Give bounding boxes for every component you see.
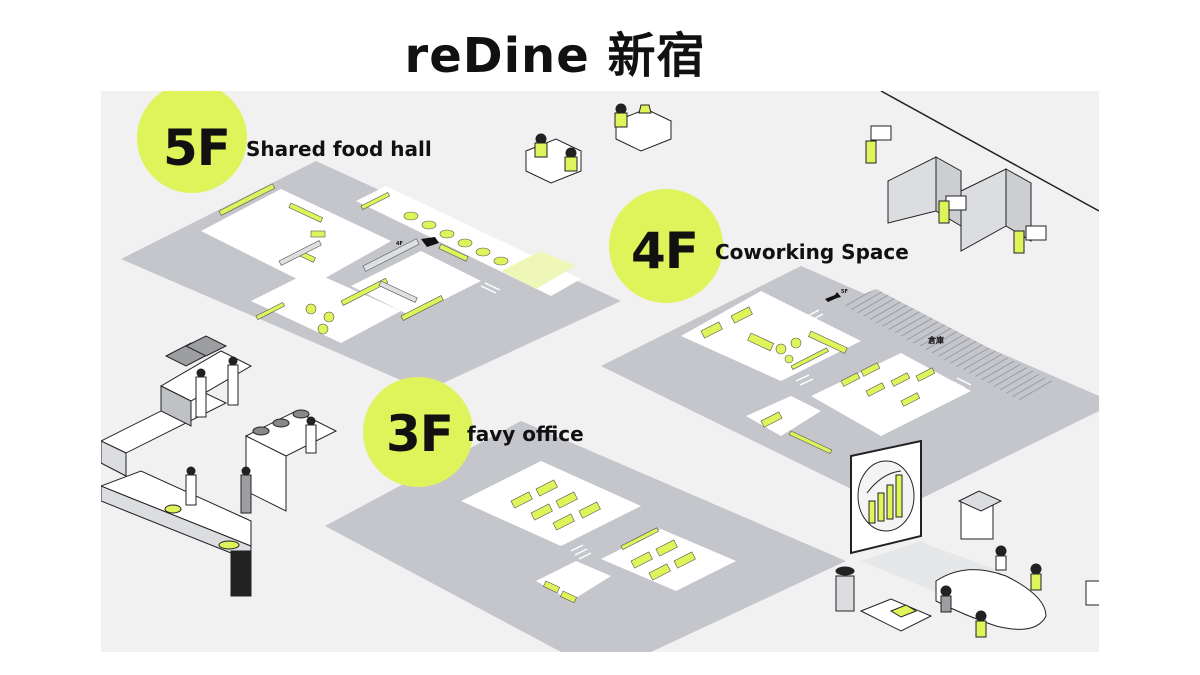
dining-couples-icon [524, 103, 673, 184]
furniture-5f [218, 183, 509, 335]
stairs-arrow-icon [421, 237, 439, 247]
stairs-label-5f: 5F [841, 289, 848, 295]
floor-number-5f: 5F [163, 119, 231, 177]
floor-name-4f: Coworking Space [715, 240, 909, 264]
stairs-arrow-up-icon [825, 292, 841, 302]
stairs-label-4f: 4F [396, 241, 403, 247]
storage-label: 倉庫 [928, 336, 944, 345]
meeting-room-icon [835, 490, 1099, 638]
floor-name-5f: Shared food hall [246, 137, 432, 161]
room-3f-c [601, 529, 736, 591]
room-3f-a [461, 461, 641, 546]
furniture-3f [510, 479, 696, 604]
floor-plate-3f [325, 421, 846, 652]
room-5f-d [351, 251, 481, 316]
room-5f-a [201, 189, 391, 286]
crosswalk-5f [300, 279, 501, 295]
floor-badge-5f [137, 91, 247, 193]
storage-area [841, 289, 1056, 401]
floor-badge-4f [609, 189, 723, 303]
office-cubicles-icon [865, 91, 1099, 254]
counters-5f [278, 238, 420, 303]
page-title: reDine 新宿 [404, 28, 706, 84]
lounge-5f [501, 251, 576, 289]
floor-number-4f: 4F [631, 222, 699, 280]
floor-name-3f: favy office [467, 422, 584, 446]
crosswalk-3f [570, 544, 592, 560]
floor-number-3f: 3F [386, 405, 454, 463]
crosswalk-4f [795, 309, 972, 389]
isometric-scene [101, 91, 1099, 652]
room-4f-a [681, 291, 861, 381]
floor-map-illustration: 5F Shared food hall 4F Coworking Space 3… [101, 91, 1099, 652]
furniture-4f [700, 306, 936, 455]
kitchen-scene-icon [101, 335, 338, 597]
room-5f-c [251, 271, 401, 343]
floor-badge-3f [363, 377, 473, 487]
